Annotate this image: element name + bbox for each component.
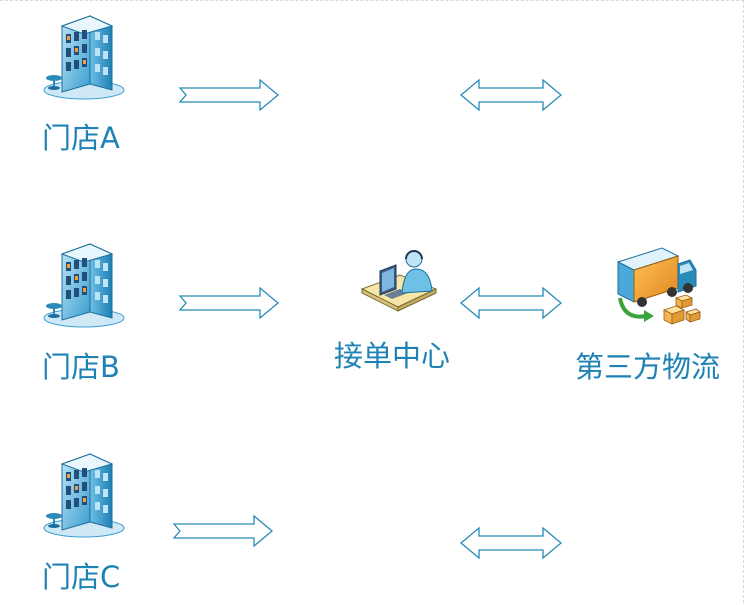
- arrow-store-a-to-center: [178, 78, 280, 112]
- store-a-label: 门店A: [42, 121, 120, 155]
- arrow-center-logistics-middle: [459, 286, 563, 320]
- arrow-center-logistics-top: [459, 78, 563, 112]
- logistics-label: 第三方物流: [575, 350, 721, 384]
- arrow-store-c-to-center: [172, 514, 274, 548]
- store-c-label: 门店C: [42, 560, 121, 594]
- call-center-operator-icon: [360, 250, 438, 312]
- arrow-center-logistics-bottom: [459, 526, 563, 560]
- store-building-icon: [40, 450, 130, 540]
- order-center-label: 接单中心: [334, 339, 451, 373]
- arrow-store-b-to-center: [178, 286, 280, 320]
- store-building-icon: [40, 240, 130, 330]
- delivery-truck-icon: [616, 247, 701, 325]
- store-building-icon: [40, 12, 130, 102]
- store-b-label: 门店B: [42, 350, 120, 384]
